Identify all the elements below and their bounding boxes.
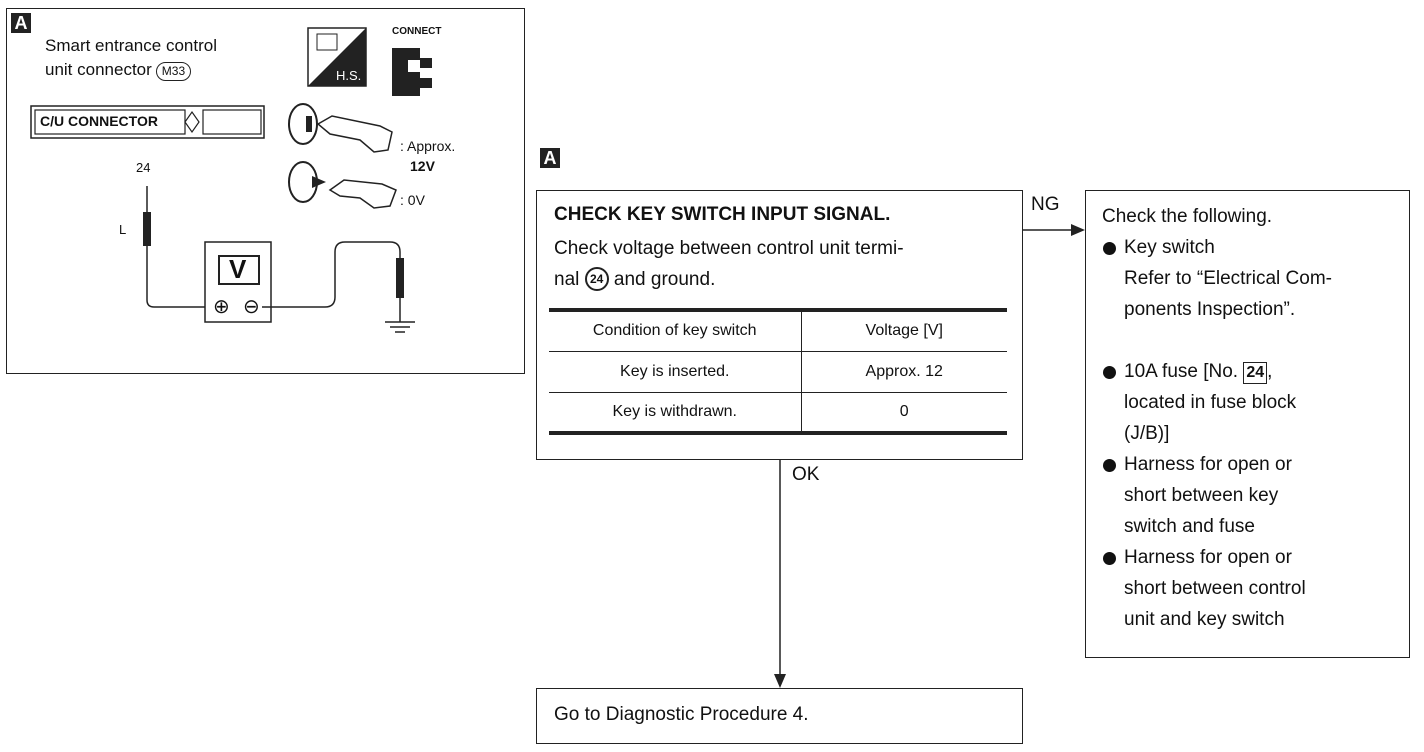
ng-item2-line3: (J/B)] [1124, 423, 1170, 444]
list-item: Harness for open or short between contro… [1102, 542, 1402, 635]
check-heading: CHECK KEY SWITCH INPUT SIGNAL. [554, 204, 891, 225]
connector-title-line2: unit connector [45, 60, 152, 79]
terminal-circle: 24 [584, 267, 609, 291]
cu-connector-label: C/U CONNECTOR [40, 113, 158, 129]
ng-item1-line2: Refer to “Electrical Com- [1124, 268, 1332, 289]
voltage-table: Condition of key switch Voltage [V] Key … [549, 308, 1007, 435]
table-header-row: Condition of key switch Voltage [V] [549, 310, 1007, 352]
connector-title-line1: Smart entrance control [45, 36, 217, 55]
ng-item1-line3: ponents Inspection”. [1124, 299, 1296, 320]
check-description-post: and ground. [613, 269, 716, 290]
key-inserted-value: : Approx. [400, 138, 456, 154]
ng-label: NG [1031, 194, 1060, 215]
bullet-icon [1103, 366, 1116, 379]
ng-item2-pre: 10A fuse [No. [1124, 361, 1239, 382]
list-item: Key switch Refer to “Electrical Com- pon… [1102, 232, 1402, 325]
meter-symbol: V [229, 254, 247, 284]
key-inserted-icon [288, 103, 393, 153]
ng-item2-line2: located in fuse block [1124, 392, 1297, 413]
fuse-number-badge: 24 [1243, 362, 1268, 384]
panel-tag: A [11, 13, 31, 33]
ng-item1-line1: Key switch [1124, 237, 1215, 258]
key-withdrawn-icon [288, 161, 397, 209]
ng-item2-post: , [1267, 361, 1273, 382]
terminal-number-label: 24 [136, 160, 151, 175]
bullet-icon [1103, 552, 1116, 565]
ng-arrow-head [1071, 224, 1085, 236]
key-inserted-value-volts: 12V [410, 158, 435, 174]
harness-side-icon [307, 27, 367, 87]
bullet-icon [1103, 459, 1116, 472]
table-row: Key is inserted. Approx. 12 [549, 351, 1007, 393]
connector-code-badge: M33 [155, 62, 192, 81]
ng-item3-line2: short between key [1124, 485, 1279, 506]
list-item: Harness for open or short between key sw… [1102, 449, 1402, 542]
meter-plus-terminal: ⊕ [213, 296, 230, 318]
hs-label: H.S. [336, 68, 362, 83]
check-description-line1: Check voltage between control unit termi… [554, 238, 904, 259]
table-cell: 0 [899, 402, 909, 420]
connect-label: CONNECT [392, 26, 442, 37]
terminal-probe [143, 186, 212, 308]
next-step-box: Go to Diagnostic Procedure 4. [536, 688, 1023, 744]
connect-icon [392, 48, 432, 96]
check-step-box: CHECK KEY SWITCH INPUT SIGNAL. Check vol… [536, 190, 1023, 460]
ng-intro: Check the following. [1102, 206, 1273, 227]
table-header-cell: Voltage [V] [801, 310, 1007, 352]
ground-probe [262, 241, 415, 333]
table-cell: Key is withdrawn. [549, 392, 802, 433]
ok-label: OK [792, 464, 820, 485]
flow-tag: A [540, 148, 560, 168]
ng-action-box: Check the following. Key switch Refer to… [1085, 190, 1410, 658]
ng-item4-line3: unit and key switch [1124, 609, 1285, 630]
table-cell: Key is inserted. [549, 351, 802, 393]
table-header-cell: Condition of key switch [549, 310, 802, 352]
ng-item4-line1: Harness for open or [1124, 547, 1292, 568]
list-item: 10A fuse [No. 24, located in fuse block … [1102, 356, 1402, 449]
meter-minus-terminal: ⊖ [243, 296, 260, 318]
table-row: Key is withdrawn. 0 [549, 392, 1007, 433]
cu-connector-icon [30, 105, 265, 139]
table-cell: Approx. 12 [801, 351, 1007, 393]
bullet-icon [1103, 242, 1116, 255]
voltmeter-icon [204, 241, 272, 323]
next-step-text: Go to Diagnostic Procedure 4. [554, 704, 809, 725]
ng-item3-line3: switch and fuse [1124, 516, 1255, 537]
check-description: Check voltage between control unit termi… [554, 233, 1014, 295]
ok-arrow-head [774, 674, 786, 688]
wire-color-label: L [119, 222, 127, 237]
ng-item3-line1: Harness for open or [1124, 454, 1292, 475]
key-withdrawn-value: : 0V [400, 192, 425, 208]
ng-item4-line2: short between control [1124, 578, 1306, 599]
check-description-pre: nal [554, 269, 580, 290]
